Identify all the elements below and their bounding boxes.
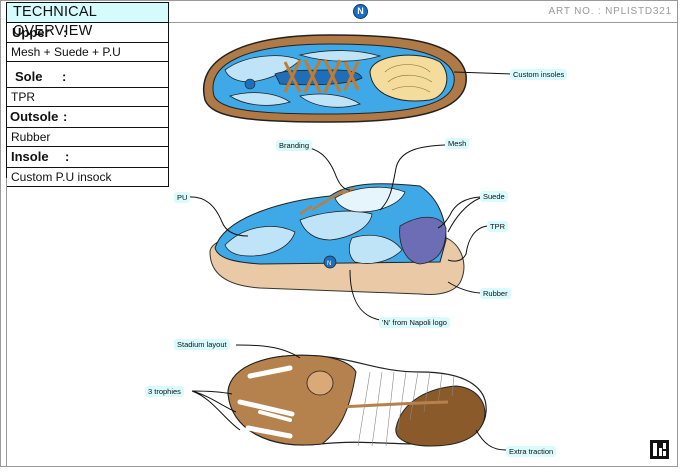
outsole-view <box>227 354 487 447</box>
spec-value-insole: Custom P.U insock <box>7 168 168 187</box>
left-rule <box>6 178 7 466</box>
callout-stadium-layout: Stadium layout <box>174 339 230 350</box>
spec-value-upper: Mesh + Suede + P.U <box>7 43 168 62</box>
callout-extra-traction: Extra traction <box>506 446 557 457</box>
brand-mark-icon <box>650 440 669 459</box>
header-rule <box>169 22 678 23</box>
article-number: ART NO. : NPLISTD321 <box>548 6 672 17</box>
spec-value-outsole: Rubber <box>7 128 168 147</box>
napoli-logo-icon: N <box>353 4 368 19</box>
callout-mesh: Mesh <box>445 138 470 149</box>
callout-pu: PU <box>174 192 191 203</box>
spec-value-sole: TPR <box>7 88 168 107</box>
callout-rubber: Rubber <box>480 288 511 299</box>
spec-label-upper: Upper: <box>7 23 168 43</box>
callout-napoli-logo: 'N' from Napoli logo <box>379 317 450 328</box>
callout-branding: Branding <box>276 140 313 151</box>
spec-table: Upper: Mesh + Suede + P.U Sole: TPR Outs… <box>6 23 169 187</box>
top-view-shoe <box>202 34 467 123</box>
spec-label-outsole: Outsole: <box>7 107 168 128</box>
sheet-title: TECHNICAL OVERVIEW <box>6 2 169 39</box>
callout-three-trophies: 3 trophies <box>145 386 184 397</box>
side-view-shoe: N <box>209 183 465 295</box>
spec-label-insole: Insole: <box>7 147 168 168</box>
svg-text:N: N <box>327 261 331 267</box>
spec-label-sole: Sole: <box>7 62 168 88</box>
callout-tpr: TPR <box>487 221 508 232</box>
callout-suede: Suede <box>480 191 508 202</box>
callout-custom-insoles: Custom insoles <box>510 69 568 80</box>
